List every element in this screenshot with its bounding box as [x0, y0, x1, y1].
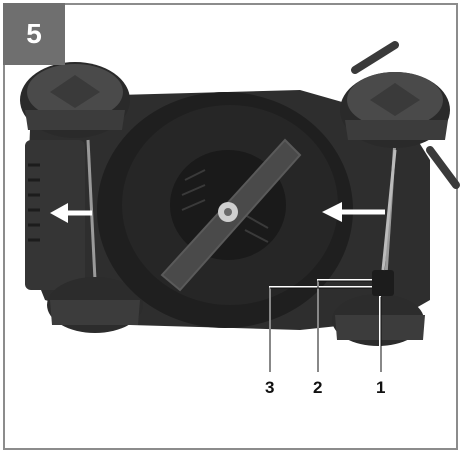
step-number-badge: 5 — [3, 3, 65, 65]
callout-label: 3 — [265, 378, 275, 397]
arrow-left-icon — [322, 202, 385, 222]
arrow-left-icon — [50, 203, 92, 223]
callout-label: 2 — [313, 378, 323, 397]
callout-label: 1 — [376, 378, 386, 397]
